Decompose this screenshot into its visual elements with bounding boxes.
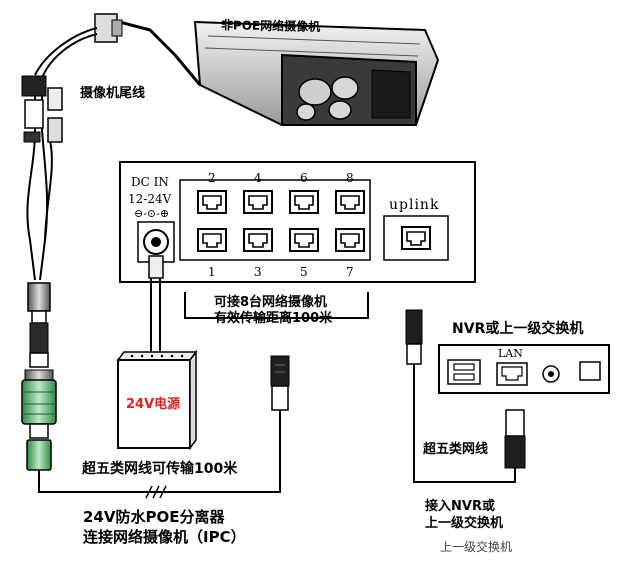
- polarity-icon: ⊖-⊙-⊕: [134, 207, 170, 220]
- nvr-connect-line2: 上一级交换机: [425, 516, 504, 531]
- port-number-4: 4: [254, 171, 262, 185]
- poe-switch: [119, 161, 476, 283]
- switch-note-line1: 可接8台网络摄像机: [214, 295, 328, 310]
- camera-title: 非POE网络摄像机: [220, 18, 321, 34]
- cable-note: 超五类网线可传输100米: [82, 461, 238, 477]
- voltage-label: 12-24V: [128, 192, 172, 206]
- switch-note-line2: 有效传输距离100米: [214, 311, 333, 326]
- nvr-box: [438, 344, 610, 394]
- poe-splitter: [21, 282, 57, 490]
- camera-tail-connectors: [21, 75, 63, 143]
- port-number-2: 2: [208, 171, 216, 185]
- port-number-7: 7: [346, 265, 354, 279]
- camera-body: [111, 18, 440, 126]
- power-adapter: [116, 349, 198, 451]
- lan-label: LAN: [498, 347, 523, 360]
- nvr-caption: 上一级交换机: [440, 540, 513, 554]
- port-number-6: 6: [300, 171, 308, 185]
- dc-in-label: DC IN: [131, 175, 169, 189]
- nvr-connect-line1: 接入NVR或: [425, 499, 495, 514]
- splitter-label-line1: 24V防水POE分离器: [83, 508, 225, 526]
- cable-note-right: 超五类网线: [423, 442, 489, 457]
- nvr-title: NVR或上一级交换机: [452, 321, 584, 337]
- middle-network-cable: [38, 355, 290, 499]
- port-number-3: 3: [254, 265, 262, 279]
- port-number-8: 8: [346, 171, 354, 185]
- camera-tail-cables: [26, 27, 98, 281]
- power-adapter-label: 24V电源: [126, 397, 181, 412]
- splitter-label-line2: 连接网络摄像机（IPC）: [83, 528, 246, 546]
- power-cable: [148, 255, 164, 360]
- camera-tail-label: 摄像机尾线: [80, 86, 146, 101]
- port-number-5: 5: [300, 265, 308, 279]
- uplink-cable: [405, 309, 526, 483]
- switch-note-bracket: [184, 292, 369, 319]
- port-number-1: 1: [208, 265, 216, 279]
- camera-bracket: [94, 13, 123, 43]
- uplink-label: uplink: [389, 197, 440, 213]
